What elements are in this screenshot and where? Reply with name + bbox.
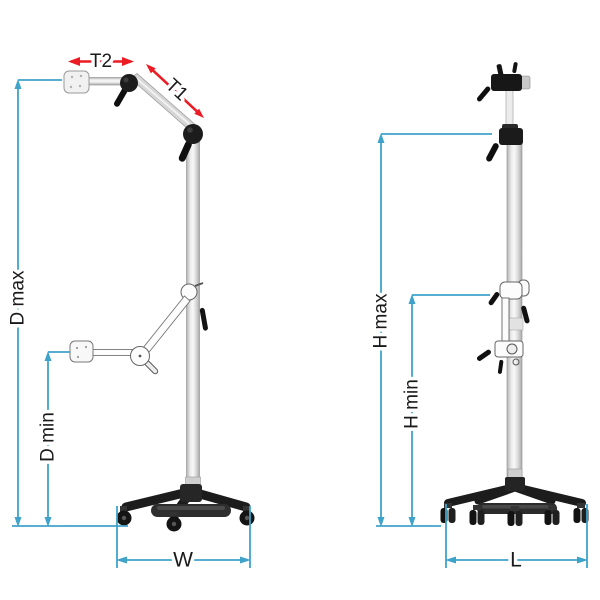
pole-top-joint: [183, 124, 203, 144]
arrow-right-icon: [122, 57, 134, 66]
clamp-lever: [476, 86, 491, 102]
ghost-bottom-lever-down: [497, 359, 504, 374]
dimension-l: L: [445, 504, 588, 575]
l-label: L: [510, 549, 522, 572]
plate-hole: [76, 347, 78, 349]
d-min-label: D min: [38, 412, 59, 462]
arrow-up-icon: [44, 351, 52, 361]
t2-label: T2: [90, 51, 112, 72]
side-base: [440, 468, 589, 526]
arrow-up-icon: [408, 294, 416, 304]
side-top-clamp: [476, 62, 531, 102]
joint-highlight: [123, 77, 129, 83]
plate-hole: [85, 346, 87, 348]
ghost-arm-horizontal: [91, 349, 133, 356]
arrow-down-icon: [14, 517, 22, 527]
front-arm-raised: [63, 70, 203, 162]
elbow-lever: [114, 87, 128, 107]
dimension-d-max: D max: [4, 79, 62, 527]
plate-hole: [78, 84, 82, 88]
pole-base-collar: [507, 468, 523, 479]
caster-wheel: [507, 506, 523, 526]
clamp-knob: [512, 62, 518, 74]
h-max-label: H max: [371, 293, 392, 348]
plate-hole: [79, 74, 83, 78]
joint-highlight: [187, 127, 193, 133]
side-view-stand: [440, 62, 589, 526]
side-arm-outline: [476, 279, 530, 374]
arrow-right-icon: [577, 556, 588, 564]
plate-hole: [69, 85, 73, 89]
clamp-body: [491, 74, 522, 91]
ghost-bottom-lever-left: [476, 349, 491, 361]
dimension-d-min: D min: [34, 351, 70, 527]
ghost-clamp-pin: [194, 282, 204, 287]
clamp-knob: [496, 64, 504, 77]
ghost-arm-diagonal: [139, 295, 191, 357]
ghost-joint-pin: [138, 354, 142, 358]
mount-plate: [63, 70, 90, 94]
elbow-joint: [120, 74, 138, 92]
front-view-stand: [63, 70, 255, 532]
arrow-up-icon: [14, 79, 22, 89]
dimension-h-max: H max: [367, 133, 492, 527]
ghost-clamp-wheel: [506, 343, 518, 355]
arrow-up-icon: [377, 133, 385, 143]
side-collar-clamp: [486, 124, 523, 162]
arrow-down-icon: [44, 517, 52, 527]
arrow-left-icon: [116, 556, 127, 564]
w-label: W: [173, 549, 193, 572]
ghost-lever-right: [521, 305, 530, 324]
base-hub: [505, 477, 525, 491]
foot-bar: [151, 504, 231, 517]
ghost-plate: [69, 340, 94, 363]
dimension-t2: T2: [68, 48, 134, 76]
ghost-top-clamp: [499, 281, 523, 300]
collar-body: [499, 128, 523, 145]
base-hub: [180, 484, 202, 502]
front-base: [116, 476, 255, 532]
clamp-side-block: [520, 75, 531, 90]
pole-top-lever: [178, 141, 192, 162]
plate-hole: [70, 75, 74, 79]
ghost-hook: [512, 358, 520, 366]
caster-wheel: [166, 512, 182, 532]
dimension-w: W: [116, 506, 251, 575]
base-leg-left: [121, 487, 193, 512]
collar-lever: [486, 143, 499, 162]
ghost-pole-lever: [199, 307, 208, 331]
arrow-down-right-icon: [194, 108, 204, 118]
front-arm-lowered-outline: [69, 282, 208, 375]
t1-line: [150, 67, 200, 115]
arm-highlight: [135, 77, 195, 129]
h-min-label: H min: [402, 379, 423, 429]
arrow-left-icon: [445, 556, 456, 564]
plate-hole: [77, 356, 79, 358]
foot-bar-highlight: [157, 506, 225, 510]
arrow-left-icon: [68, 57, 80, 66]
arrow-down-icon: [408, 517, 416, 527]
ghost-lever-left: [488, 292, 500, 306]
caster-wheel: [544, 505, 560, 525]
front-pole: [186, 135, 200, 499]
arrow-up-left-icon: [146, 64, 156, 74]
caster-wheel: [440, 503, 456, 523]
d-max-label: D max: [8, 270, 29, 325]
arrow-right-icon: [240, 556, 251, 564]
caster-wheel: [469, 505, 485, 525]
ghost-vertical-arm: [501, 297, 510, 346]
caster-wheel: [116, 506, 132, 526]
dimension-h-min: H min: [398, 294, 490, 527]
arrow-down-icon: [377, 517, 385, 527]
